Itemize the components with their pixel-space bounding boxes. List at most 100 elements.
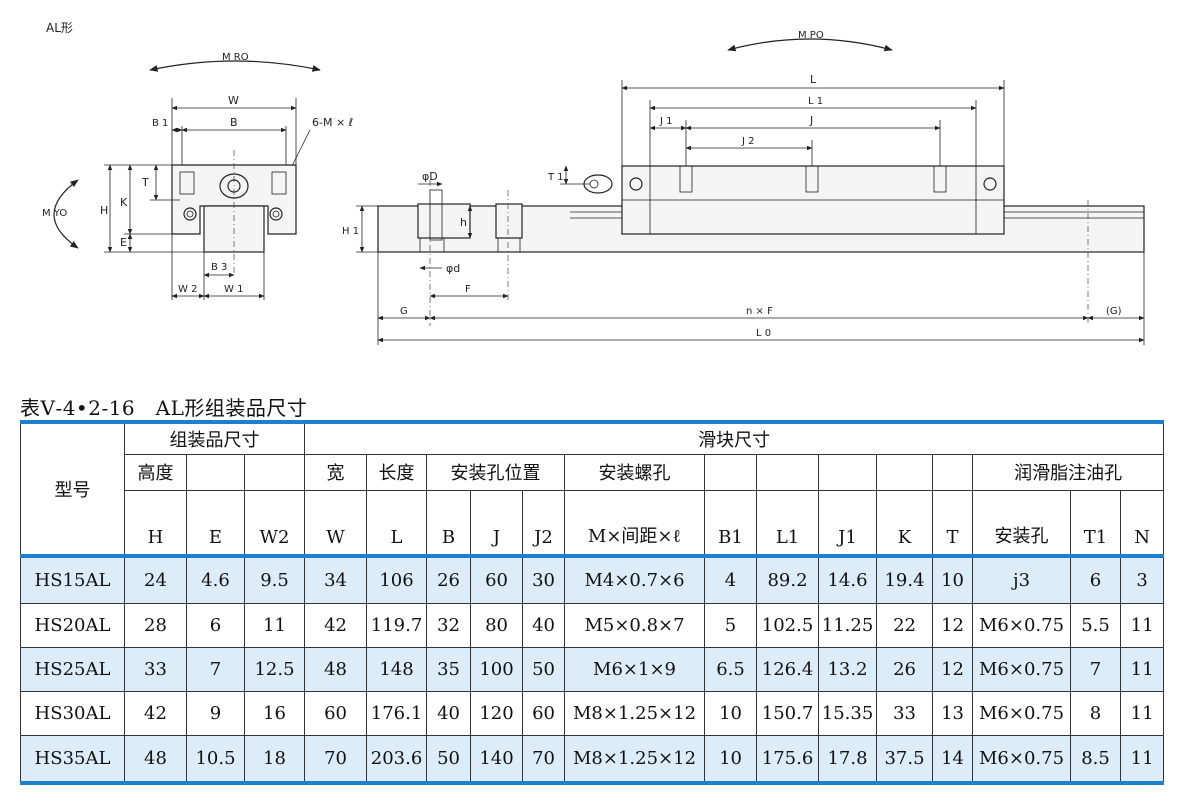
mpo-label: M PO bbox=[798, 30, 824, 41]
cell-J2: 70 bbox=[522, 735, 566, 786]
cell-L1: 89.2 bbox=[756, 553, 820, 604]
cell-B: 35 bbox=[426, 646, 472, 693]
cell-J1: 13.2 bbox=[818, 646, 878, 693]
cell-J: 60 bbox=[470, 553, 524, 604]
cell-J2: 60 bbox=[522, 691, 566, 737]
header-J2: J2 bbox=[522, 489, 566, 557]
header-J1: J1 bbox=[818, 489, 878, 557]
cell-W2: 18 bbox=[243, 735, 306, 786]
header-blank bbox=[704, 453, 758, 491]
table-row: HS30AL 42 9 16 60 176.1 40 120 60 M8×1.2… bbox=[20, 691, 1165, 737]
cell-L: 176.1 bbox=[366, 691, 428, 737]
front-view: M RO W B 1 B 6-M × ℓ M YO bbox=[42, 52, 353, 300]
table-caption: 表Ⅴ-4•2-16 AL形组装品尺寸 bbox=[20, 396, 308, 420]
cell-J: 100 bbox=[470, 646, 524, 693]
e-label: E bbox=[120, 236, 127, 249]
header-T: T bbox=[932, 489, 974, 557]
nxf-label: n × F bbox=[746, 306, 773, 317]
b-label: B bbox=[230, 116, 238, 129]
header-mount-screw: 安装螺孔 bbox=[564, 453, 706, 491]
cell-M: M4×0.7×6 bbox=[564, 553, 706, 604]
h-small-label: h bbox=[460, 216, 467, 229]
cell-N: 3 bbox=[1120, 553, 1165, 604]
header-H: H bbox=[124, 489, 187, 557]
w1-label: W 1 bbox=[224, 284, 243, 295]
cell-N: 11 bbox=[1120, 602, 1165, 648]
j2-label: J 2 bbox=[741, 136, 755, 147]
b3-label: B 3 bbox=[211, 262, 227, 273]
cell-M: M5×0.8×7 bbox=[564, 602, 706, 648]
header-assembly: 组装品尺寸 bbox=[123, 420, 306, 455]
table-row: HS35AL 48 10.5 18 70 203.6 50 140 70 M8×… bbox=[20, 735, 1165, 786]
cell-J: 140 bbox=[470, 735, 524, 786]
l1-label: L 1 bbox=[808, 96, 823, 107]
header-block: 滑块尺寸 bbox=[304, 420, 1165, 455]
cell-J2: 50 bbox=[522, 646, 566, 693]
cell-B1: 5 bbox=[704, 602, 758, 648]
cell-N: 11 bbox=[1120, 735, 1165, 786]
header-lube: 润滑脂注油孔 bbox=[972, 453, 1165, 491]
header-model: 型号 bbox=[20, 420, 125, 557]
cell-model: HS15AL bbox=[20, 553, 125, 604]
cell-W2: 16 bbox=[243, 691, 306, 737]
cell-B: 32 bbox=[426, 602, 472, 648]
cell-M: M8×1.25×12 bbox=[564, 691, 706, 737]
table-row: HS15AL 24 4.6 9.5 34 106 26 60 30 M4×0.7… bbox=[20, 553, 1165, 604]
cell-hole: M6×0.75 bbox=[972, 602, 1072, 648]
header-blank bbox=[186, 453, 245, 491]
cell-L1: 150.7 bbox=[756, 691, 820, 737]
header-B1: B1 bbox=[704, 489, 758, 557]
table-row: HS20AL 28 6 11 42 119.7 32 80 40 M5×0.8×… bbox=[20, 602, 1165, 648]
cell-J2: 30 bbox=[522, 553, 566, 604]
cell-M: M6×1×9 bbox=[564, 646, 706, 693]
cell-L1: 126.4 bbox=[756, 646, 820, 693]
l-label: L bbox=[810, 73, 817, 86]
cell-T: 12 bbox=[932, 602, 974, 648]
header-B: B bbox=[426, 489, 472, 557]
cell-N: 11 bbox=[1120, 646, 1165, 693]
cell-K: 26 bbox=[876, 646, 934, 693]
cell-E: 4.6 bbox=[186, 553, 245, 604]
technical-drawing: AL形 M RO W B 1 B 6-M × ℓ M YO bbox=[42, 21, 1145, 345]
header-height: 高度 bbox=[124, 453, 187, 491]
cell-K: 37.5 bbox=[876, 735, 934, 786]
header-blank bbox=[756, 453, 820, 491]
myo-label: M YO bbox=[42, 208, 67, 219]
h-label: H bbox=[100, 204, 108, 217]
cell-W: 34 bbox=[304, 553, 368, 604]
header-N: N bbox=[1120, 489, 1165, 557]
phi-d-upper-label: φD bbox=[422, 170, 438, 183]
cell-H: 42 bbox=[124, 691, 187, 737]
cell-W: 60 bbox=[304, 691, 368, 737]
cell-K: 22 bbox=[876, 602, 934, 648]
cell-T1: 8 bbox=[1070, 691, 1122, 737]
cell-model: HS25AL bbox=[20, 646, 125, 693]
cell-M: M8×1.25×12 bbox=[564, 735, 706, 786]
h1-label: H 1 bbox=[342, 226, 359, 237]
cell-L: 203.6 bbox=[366, 735, 428, 786]
cell-T1: 7 bbox=[1070, 646, 1122, 693]
cell-E: 6 bbox=[186, 602, 245, 648]
cell-model: HS30AL bbox=[20, 691, 125, 737]
dimension-table: 型号 组装品尺寸 滑块尺寸 高度 宽 长度 安装孔位置 安装螺孔 润滑脂注油孔 … bbox=[20, 420, 1165, 786]
header-blank bbox=[932, 453, 974, 491]
g-label: G bbox=[400, 306, 408, 317]
cell-J1: 14.6 bbox=[818, 553, 878, 604]
cell-B1: 6.5 bbox=[704, 646, 758, 693]
cell-H: 28 bbox=[124, 602, 187, 648]
cell-W: 42 bbox=[304, 602, 368, 648]
cell-J: 120 bbox=[470, 691, 524, 737]
cell-L1: 102.5 bbox=[756, 602, 820, 648]
b1-label: B 1 bbox=[152, 118, 168, 129]
cell-E: 7 bbox=[186, 646, 245, 693]
cell-hole: M6×0.75 bbox=[972, 646, 1072, 693]
cell-W: 70 bbox=[304, 735, 368, 786]
f-label: F bbox=[465, 284, 471, 295]
t-label: T bbox=[141, 176, 149, 189]
cell-hole: M6×0.75 bbox=[972, 691, 1072, 737]
cell-T: 13 bbox=[932, 691, 974, 737]
cell-B1: 10 bbox=[704, 691, 758, 737]
cell-J1: 15.35 bbox=[818, 691, 878, 737]
cell-H: 33 bbox=[124, 646, 187, 693]
cell-K: 19.4 bbox=[876, 553, 934, 604]
